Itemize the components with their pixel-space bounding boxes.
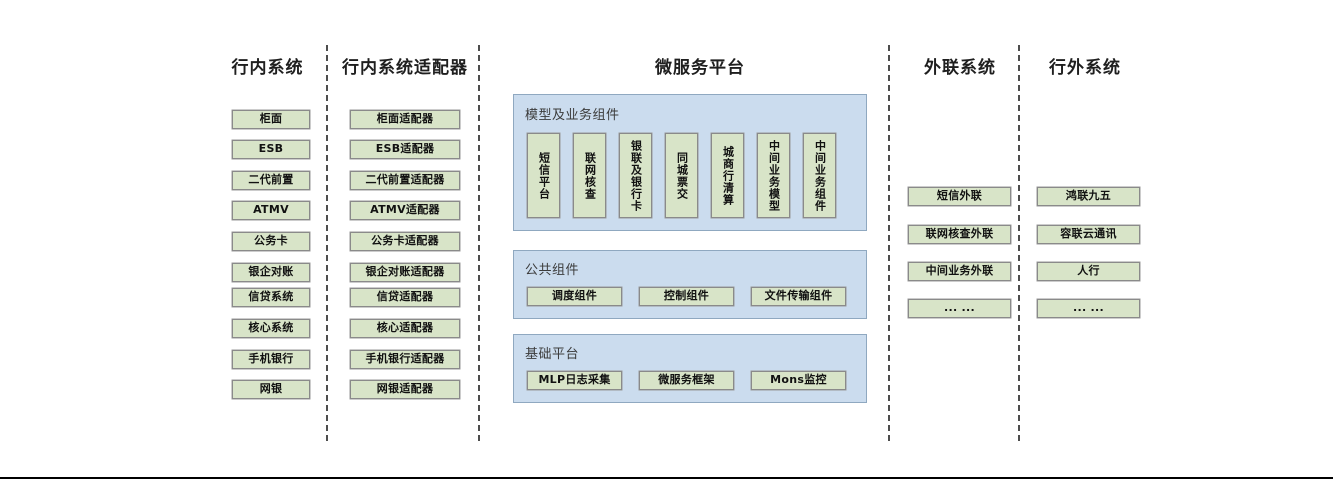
panel-title-model-business-components: 模型及业务组件 xyxy=(525,108,620,123)
divider-2 xyxy=(478,45,480,441)
node-in-bank-adapter-8[interactable]: 核心适配器 xyxy=(350,319,460,338)
node-in-bank-adapter-5[interactable]: 公务卡适配器 xyxy=(350,232,460,251)
node-in-bank-adapter-7[interactable]: 信贷适配器 xyxy=(350,288,460,307)
node-in-bank-system-5[interactable]: 公务卡 xyxy=(232,232,310,251)
node-external-link-3[interactable]: 中间业务外联 xyxy=(908,262,1011,281)
bottom-rule xyxy=(0,477,1333,479)
node-in-bank-adapter-9[interactable]: 手机银行适配器 xyxy=(350,350,460,369)
node-model-component-1[interactable]: 短信平台 xyxy=(527,133,560,218)
node-in-bank-system-1[interactable]: 柜面 xyxy=(232,110,310,129)
node-in-bank-system-3[interactable]: 二代前置 xyxy=(232,171,310,190)
node-external-link-2[interactable]: 联网核查外联 xyxy=(908,225,1011,244)
node-in-bank-system-9[interactable]: 手机银行 xyxy=(232,350,310,369)
node-in-bank-adapter-1[interactable]: 柜面适配器 xyxy=(350,110,460,129)
node-model-component-3[interactable]: 银联及银行卡 xyxy=(619,133,652,218)
node-in-bank-system-8[interactable]: 核心系统 xyxy=(232,319,310,338)
panel-public-components xyxy=(513,250,867,319)
node-model-component-5[interactable]: 城商行清算 xyxy=(711,133,744,218)
divider-4 xyxy=(1018,45,1020,441)
divider-3 xyxy=(888,45,890,441)
node-in-bank-system-6[interactable]: 银企对账 xyxy=(232,263,310,282)
panel-base-platform xyxy=(513,334,867,403)
node-out-of-bank-1[interactable]: 鸿联九五 xyxy=(1037,187,1140,206)
column-title-out-of-bank-systems: 行外系统 xyxy=(1049,58,1121,78)
column-title-microservice-platform: 微服务平台 xyxy=(655,58,745,78)
node-external-link-1[interactable]: 短信外联 xyxy=(908,187,1011,206)
node-in-bank-system-4[interactable]: ATMV xyxy=(232,201,310,220)
node-base-platform-3[interactable]: Mons监控 xyxy=(751,371,846,390)
node-in-bank-adapter-3[interactable]: 二代前置适配器 xyxy=(350,171,460,190)
node-model-component-7[interactable]: 中间业务组件 xyxy=(803,133,836,218)
node-out-of-bank-4[interactable]: ... ... xyxy=(1037,299,1140,318)
column-title-external-link-systems: 外联系统 xyxy=(924,58,996,78)
node-in-bank-adapter-10[interactable]: 网银适配器 xyxy=(350,380,460,399)
panel-title-public-components: 公共组件 xyxy=(525,263,580,278)
column-title-in-bank-systems: 行内系统 xyxy=(231,58,304,78)
node-base-platform-1[interactable]: MLP日志采集 xyxy=(527,371,622,390)
node-public-component-3[interactable]: 文件传输组件 xyxy=(751,287,846,306)
node-in-bank-adapter-6[interactable]: 银企对账适配器 xyxy=(350,263,460,282)
divider-1 xyxy=(326,45,328,441)
node-model-component-6[interactable]: 中间业务模型 xyxy=(757,133,790,218)
node-public-component-2[interactable]: 控制组件 xyxy=(639,287,734,306)
node-base-platform-2[interactable]: 微服务框架 xyxy=(639,371,734,390)
node-out-of-bank-3[interactable]: 人行 xyxy=(1037,262,1140,281)
node-in-bank-system-2[interactable]: ESB xyxy=(232,140,310,159)
node-out-of-bank-2[interactable]: 容联云通讯 xyxy=(1037,225,1140,244)
node-in-bank-adapter-4[interactable]: ATMV适配器 xyxy=(350,201,460,220)
panel-title-base-platform: 基础平台 xyxy=(525,347,580,362)
node-public-component-1[interactable]: 调度组件 xyxy=(527,287,622,306)
node-in-bank-system-7[interactable]: 信贷系统 xyxy=(232,288,310,307)
column-title-in-bank-adapters: 行内系统适配器 xyxy=(342,58,468,78)
node-in-bank-system-10[interactable]: 网银 xyxy=(232,380,310,399)
node-model-component-4[interactable]: 同城票交 xyxy=(665,133,698,218)
node-model-component-2[interactable]: 联网核查 xyxy=(573,133,606,218)
node-external-link-4[interactable]: ... ... xyxy=(908,299,1011,318)
node-in-bank-adapter-2[interactable]: ESB适配器 xyxy=(350,140,460,159)
